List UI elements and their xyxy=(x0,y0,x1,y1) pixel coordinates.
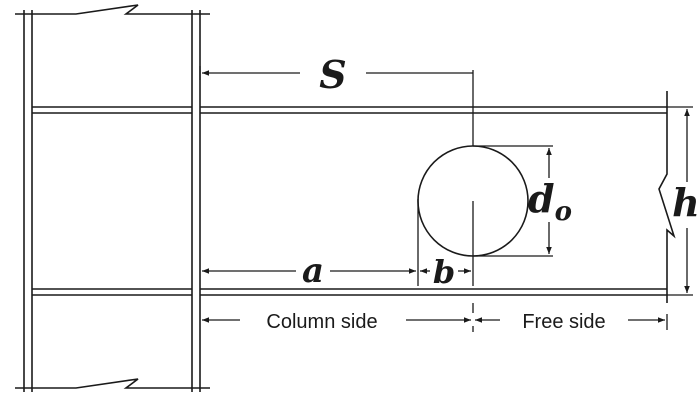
label-h: h xyxy=(672,180,699,225)
label-do-main: d xyxy=(528,176,555,221)
label-do-sub: o xyxy=(555,197,572,227)
column-break-top xyxy=(15,4,210,15)
extension-lines xyxy=(199,66,693,332)
label-free-side: Free side xyxy=(522,311,605,333)
label-s: S xyxy=(319,52,346,97)
beam xyxy=(200,91,676,303)
continuity-plates xyxy=(32,106,192,296)
label-do: do xyxy=(528,176,572,227)
column-break-bottom xyxy=(15,378,210,389)
beam-break-end xyxy=(658,91,676,303)
label-b: b xyxy=(433,253,455,291)
label-a: a xyxy=(302,251,324,291)
column xyxy=(15,4,210,392)
label-column-side: Column side xyxy=(266,311,377,333)
